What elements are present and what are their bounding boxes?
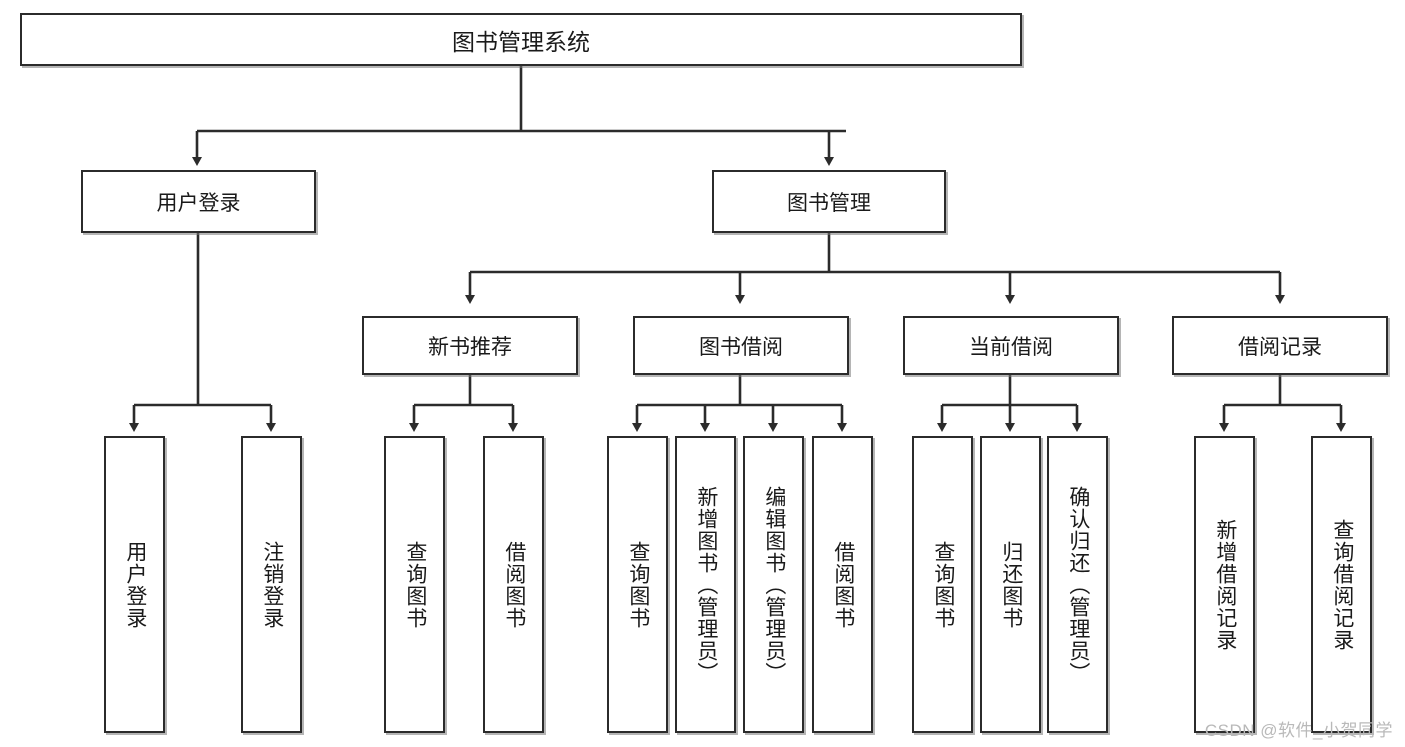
node-leaf-edit-book-label: 编辑图书（管理员）: [762, 485, 786, 684]
node-leaf-query-book-3[interactable]: 查询图书: [912, 436, 973, 733]
node-current-borrow[interactable]: 当前借阅: [903, 316, 1119, 375]
node-current-borrow-label: 当前借阅: [969, 335, 1053, 359]
node-leaf-confirm-return-label: 确认归还（管理员）: [1066, 485, 1090, 684]
node-leaf-user-logout[interactable]: 注销登录: [241, 436, 302, 733]
node-borrow-record[interactable]: 借阅记录: [1172, 316, 1388, 375]
node-root[interactable]: 图书管理系统: [20, 13, 1022, 66]
node-leaf-borrow-book-1-label: 借阅图书: [502, 540, 526, 629]
node-leaf-query-record-label: 查询借阅记录: [1330, 518, 1354, 651]
node-borrow-record-label: 借阅记录: [1238, 335, 1322, 359]
node-leaf-borrow-book-2-label: 借阅图书: [831, 540, 855, 629]
node-leaf-query-book-2[interactable]: 查询图书: [607, 436, 668, 733]
node-book-manage-label: 图书管理: [787, 191, 871, 215]
node-leaf-query-book-3-label: 查询图书: [931, 540, 955, 629]
node-book-borrow-label: 图书借阅: [699, 335, 783, 359]
node-leaf-user-logout-label: 注销登录: [260, 540, 284, 629]
watermark: CSDN @软件_小贺同学: [1204, 721, 1393, 740]
node-book-borrow[interactable]: 图书借阅: [633, 316, 849, 375]
node-leaf-add-record-label: 新增借阅记录: [1213, 518, 1237, 651]
node-root-label: 图书管理系统: [452, 28, 590, 55]
node-leaf-borrow-book-1[interactable]: 借阅图书: [483, 436, 544, 733]
node-leaf-query-book-1[interactable]: 查询图书: [384, 436, 445, 733]
node-leaf-query-book-2-label: 查询图书: [626, 540, 650, 629]
node-leaf-user-login[interactable]: 用户登录: [104, 436, 165, 733]
node-leaf-borrow-book-2[interactable]: 借阅图书: [812, 436, 873, 733]
node-leaf-return-book-label: 归还图书: [999, 540, 1023, 629]
node-leaf-confirm-return[interactable]: 确认归还（管理员）: [1047, 436, 1108, 733]
node-leaf-return-book[interactable]: 归还图书: [980, 436, 1041, 733]
node-new-book-recommend-label: 新书推荐: [428, 335, 512, 359]
node-leaf-add-book[interactable]: 新增图书（管理员）: [675, 436, 736, 733]
node-user-login[interactable]: 用户登录: [81, 170, 316, 233]
node-leaf-query-book-1-label: 查询图书: [403, 540, 427, 629]
node-book-manage[interactable]: 图书管理: [712, 170, 946, 233]
node-leaf-query-record[interactable]: 查询借阅记录: [1311, 436, 1372, 733]
node-leaf-user-login-label: 用户登录: [123, 540, 147, 629]
node-leaf-add-record[interactable]: 新增借阅记录: [1194, 436, 1255, 733]
node-new-book-recommend[interactable]: 新书推荐: [362, 316, 578, 375]
node-leaf-edit-book[interactable]: 编辑图书（管理员）: [743, 436, 804, 733]
node-leaf-add-book-label: 新增图书（管理员）: [694, 485, 718, 684]
node-user-login-label: 用户登录: [156, 191, 241, 215]
